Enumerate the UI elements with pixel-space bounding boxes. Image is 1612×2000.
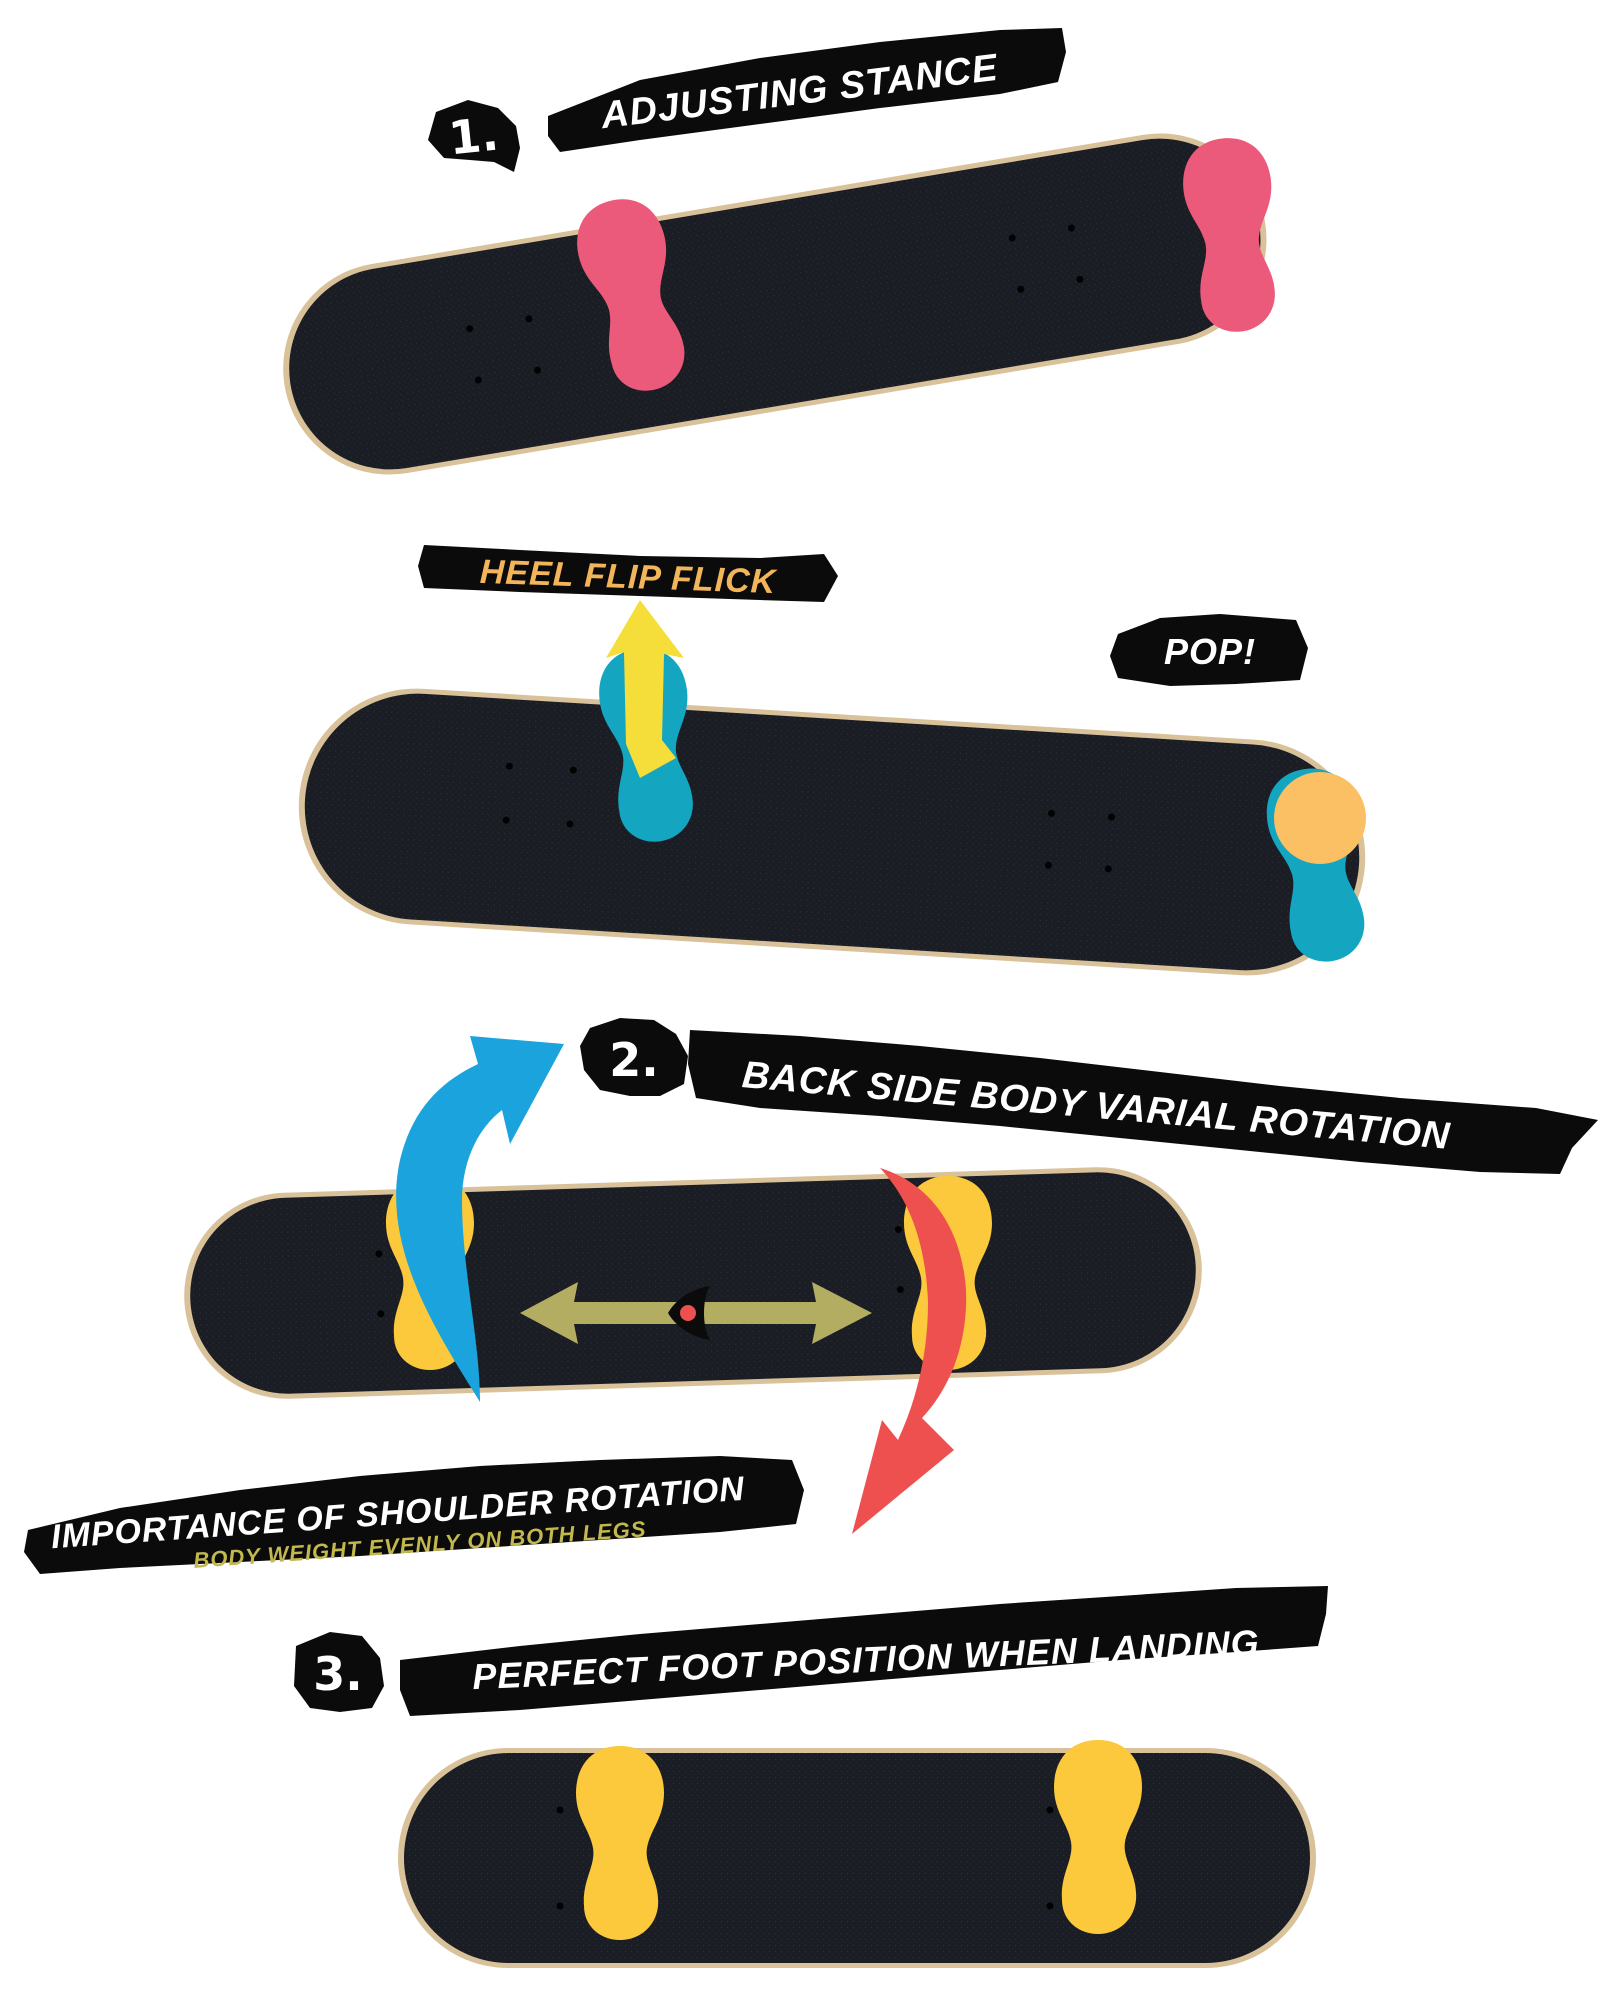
step-1-number: 1. <box>446 107 501 166</box>
rotation-curved-arrow-icon <box>396 1036 564 1402</box>
step-3-number: 3. <box>313 1647 362 1701</box>
pop-circle-icon <box>1274 772 1366 864</box>
center-of-gravity-icon <box>680 1305 696 1321</box>
step-2-number-badge: 2. <box>580 1018 688 1096</box>
pop-banner: POP! <box>1110 614 1308 686</box>
shoulder-rotation-banner: IMPORTANCE OF SHOULDER ROTATION BODY WEI… <box>24 1456 804 1574</box>
step-2-number: 2. <box>609 1033 658 1087</box>
skateboard-2 <box>298 688 1366 976</box>
heel-flip-banner: HEEL FLIP FLICK <box>418 545 838 602</box>
rotation-curved-arrow-icon <box>852 1168 967 1534</box>
skateboard-4 <box>398 1748 1316 1968</box>
pop-label: POP! <box>1164 631 1256 672</box>
step-2-title-banner: BACK SIDE BODY VARIAL ROTATION <box>688 1030 1598 1174</box>
step-3-title-banner: PERFECT FOOT POSITION WHEN LANDING <box>400 1586 1328 1716</box>
step-1-number-badge: 1. <box>428 100 520 172</box>
step-1-title-banner: ADJUSTING STANCE <box>548 28 1066 152</box>
flick-up-arrow-icon <box>606 600 684 778</box>
skateboard-3 <box>184 1167 1202 1399</box>
step-3-number-badge: 3. <box>294 1632 384 1712</box>
skateboard-1 <box>283 133 1267 475</box>
